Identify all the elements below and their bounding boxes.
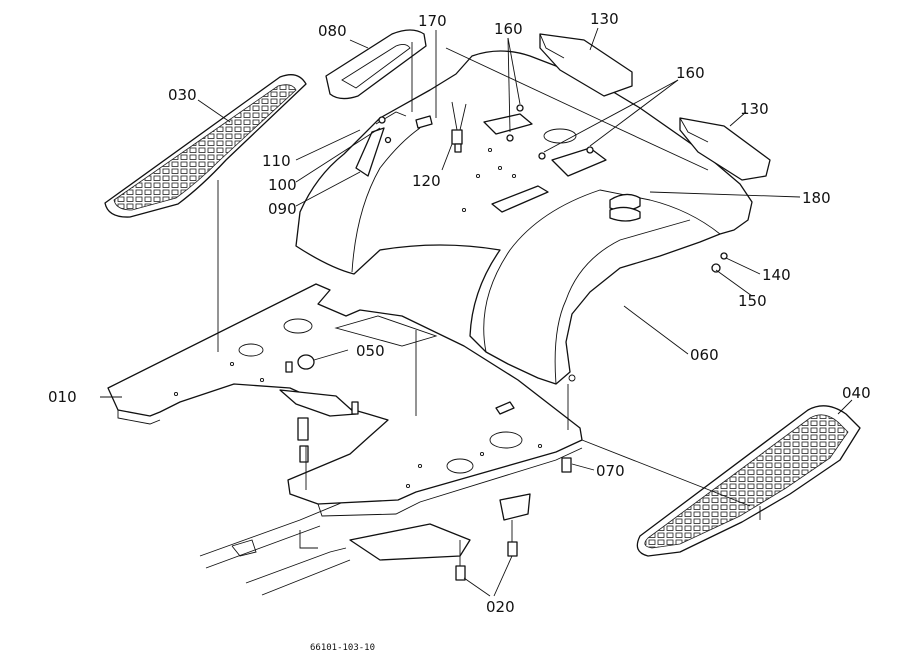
label-170: 170 [418, 12, 447, 30]
drawing-number: 66101-103-10 [310, 643, 375, 653]
nuts-140-150 [711, 252, 728, 273]
label-160-top: 160 [494, 20, 523, 38]
step-plate-040 [636, 405, 861, 557]
fender-060 [295, 50, 753, 385]
label-060: 060 [690, 346, 719, 364]
label-120: 120 [412, 172, 441, 190]
bolts-020 [455, 541, 518, 581]
step-plate-030 [104, 74, 307, 218]
label-050: 050 [356, 342, 385, 360]
label-020: 020 [486, 598, 515, 616]
callout-labels: 080 170 160 130 160 130 030 110 100 090 … [48, 10, 871, 653]
label-130-right: 130 [740, 100, 769, 118]
label-130-left: 130 [590, 10, 619, 28]
cushion-130-right [679, 117, 771, 181]
guide-plate-080 [325, 29, 427, 100]
label-070: 070 [596, 462, 625, 480]
bolt-070 [561, 457, 572, 473]
label-040: 040 [842, 384, 871, 402]
brackets-090-100-110 [355, 111, 433, 177]
leader-lines [100, 27, 853, 597]
label-100: 100 [268, 176, 297, 194]
label-150: 150 [738, 292, 767, 310]
label-140: 140 [762, 266, 791, 284]
switch-120-170 [451, 101, 467, 153]
label-010: 010 [48, 388, 77, 406]
label-030: 030 [168, 86, 197, 104]
label-090: 090 [268, 200, 297, 218]
label-110: 110 [262, 152, 291, 170]
damper-050 [285, 354, 359, 463]
label-180: 180 [802, 189, 831, 207]
label-080: 080 [318, 22, 347, 40]
floor-plate-010 [107, 283, 583, 561]
bolts-160 [506, 104, 594, 160]
label-160-right: 160 [676, 64, 705, 82]
